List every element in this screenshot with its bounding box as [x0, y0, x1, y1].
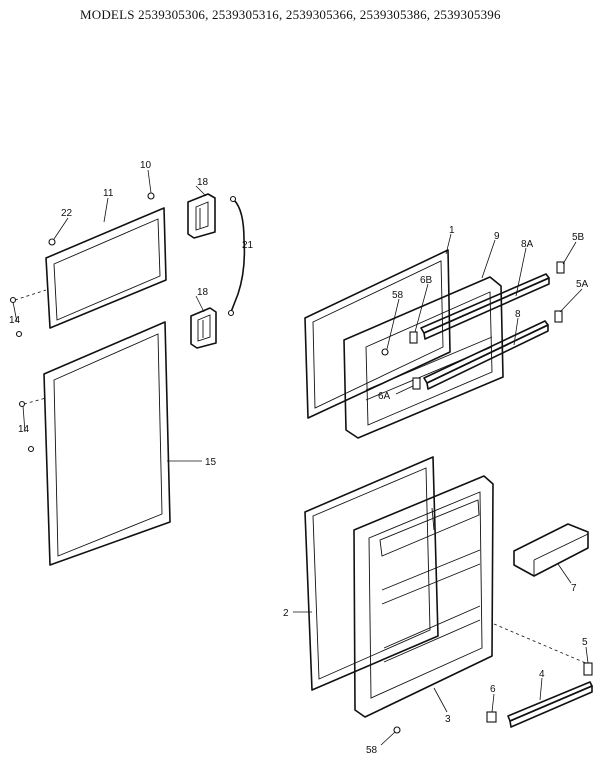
callout-4: 4: [539, 669, 545, 680]
callout-14-upper: 14: [9, 315, 21, 326]
part-58-screw-lower: [393, 726, 401, 734]
part-5A-cap: [554, 310, 563, 323]
callout-9: 9: [494, 231, 500, 242]
callout-1: 1: [449, 225, 455, 236]
callout-8A: 8A: [521, 239, 534, 250]
part-10-screw: [147, 192, 155, 200]
part-14-screw-c: [18, 400, 26, 408]
callout-6A: 6A: [378, 391, 391, 402]
callout-5B: 5B: [572, 232, 585, 243]
part-22-screw: [48, 238, 56, 246]
callout-15: 15: [205, 457, 217, 468]
part-1-freezer-door-gasket: [304, 249, 451, 419]
callout-22: 22: [61, 208, 73, 219]
part-21-wire: [230, 199, 246, 313]
part-5B-cap: [556, 261, 565, 274]
callout-58-lower: 58: [366, 745, 378, 756]
callout-6B: 6B: [420, 275, 433, 286]
part-6B-cap: [409, 331, 418, 344]
callout-14-lower: 14: [18, 424, 30, 435]
part-58-screw-upper: [381, 348, 389, 356]
callout-2: 2: [283, 608, 289, 619]
callout-18-lower: 18: [197, 287, 209, 298]
callout-3: 3: [445, 714, 451, 725]
part-14-screw-d: [27, 445, 35, 453]
wire-end-top: [229, 195, 237, 203]
callout-6: 6: [490, 684, 496, 695]
callout-5A: 5A: [576, 279, 589, 290]
part-8A-shelf-rail: [420, 273, 550, 340]
part-7-dairy-bin: [513, 523, 589, 577]
callout-21: 21: [242, 240, 254, 251]
callout-58-upper: 58: [392, 290, 404, 301]
part-18-lower-bracket: [190, 307, 217, 349]
leader-lines: [12, 169, 589, 746]
part-11-freezer-gasket: [45, 207, 167, 329]
part-15-fresh-food-gasket: [43, 321, 171, 566]
callout-10: 10: [140, 160, 152, 171]
part-2-fresh-food-gasket: [304, 456, 439, 691]
part-4-bottom-rail: [507, 681, 593, 728]
callout-18-upper: 18: [197, 177, 209, 188]
part-6A-cap: [412, 377, 421, 390]
callout-5: 5: [582, 637, 588, 648]
part-8-shelf-rail: [423, 320, 549, 390]
part-3-fresh-food-door-liner: [353, 475, 494, 718]
part-6-cap: [486, 711, 497, 723]
part-14-screw-a: [9, 296, 17, 304]
wire-end-bottom: [227, 309, 235, 317]
diagram-title: MODELS 2539305306, 2539305316, 253930536…: [80, 7, 501, 22]
callout-11: 11: [103, 188, 114, 199]
part-14-screw-b: [15, 330, 23, 338]
callout-7: 7: [571, 583, 577, 594]
part-18-upper-bracket: [187, 193, 216, 239]
callout-8: 8: [515, 309, 521, 320]
part-5-cap: [583, 662, 593, 676]
